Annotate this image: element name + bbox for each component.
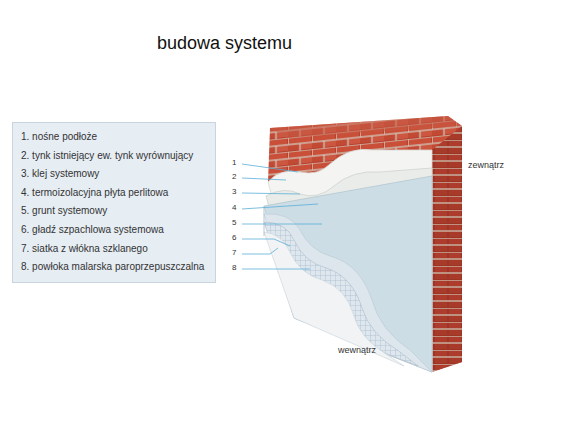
- list-item: 3. klej systemowy: [21, 165, 207, 184]
- side-label: zewnątrz: [468, 160, 504, 170]
- diagram-title: budowa systemu: [157, 33, 292, 54]
- callout-number: 4: [232, 203, 236, 212]
- list-item: 8. powłoka malarska paroprzepuszczalna: [21, 258, 207, 277]
- callout-number: 7: [232, 248, 236, 257]
- side-label: wewnątrz: [338, 345, 376, 355]
- list-item: 4. termoizolacyjna płyta perlitowa: [21, 184, 207, 203]
- list-item: 2. tynk istniejący ew. tynk wyrównujący: [21, 147, 207, 166]
- callout-number: 6: [232, 233, 236, 242]
- list-item: 7. siatka z włókna szklanego: [21, 240, 207, 259]
- list-item: 5. grunt systemowy: [21, 202, 207, 221]
- callout-number: 3: [232, 187, 236, 196]
- list-item: 1. nośne podłoże: [21, 128, 207, 147]
- callout-number: 2: [232, 172, 236, 181]
- callout-number: 1: [232, 158, 236, 167]
- list-item: 6. gładź szpachlowa systemowa: [21, 221, 207, 240]
- callout-number: 5: [232, 218, 236, 227]
- legend-panel: 1. nośne podłoże2. tynk istniejący ew. t…: [12, 122, 216, 283]
- callout-number: 8: [232, 263, 236, 272]
